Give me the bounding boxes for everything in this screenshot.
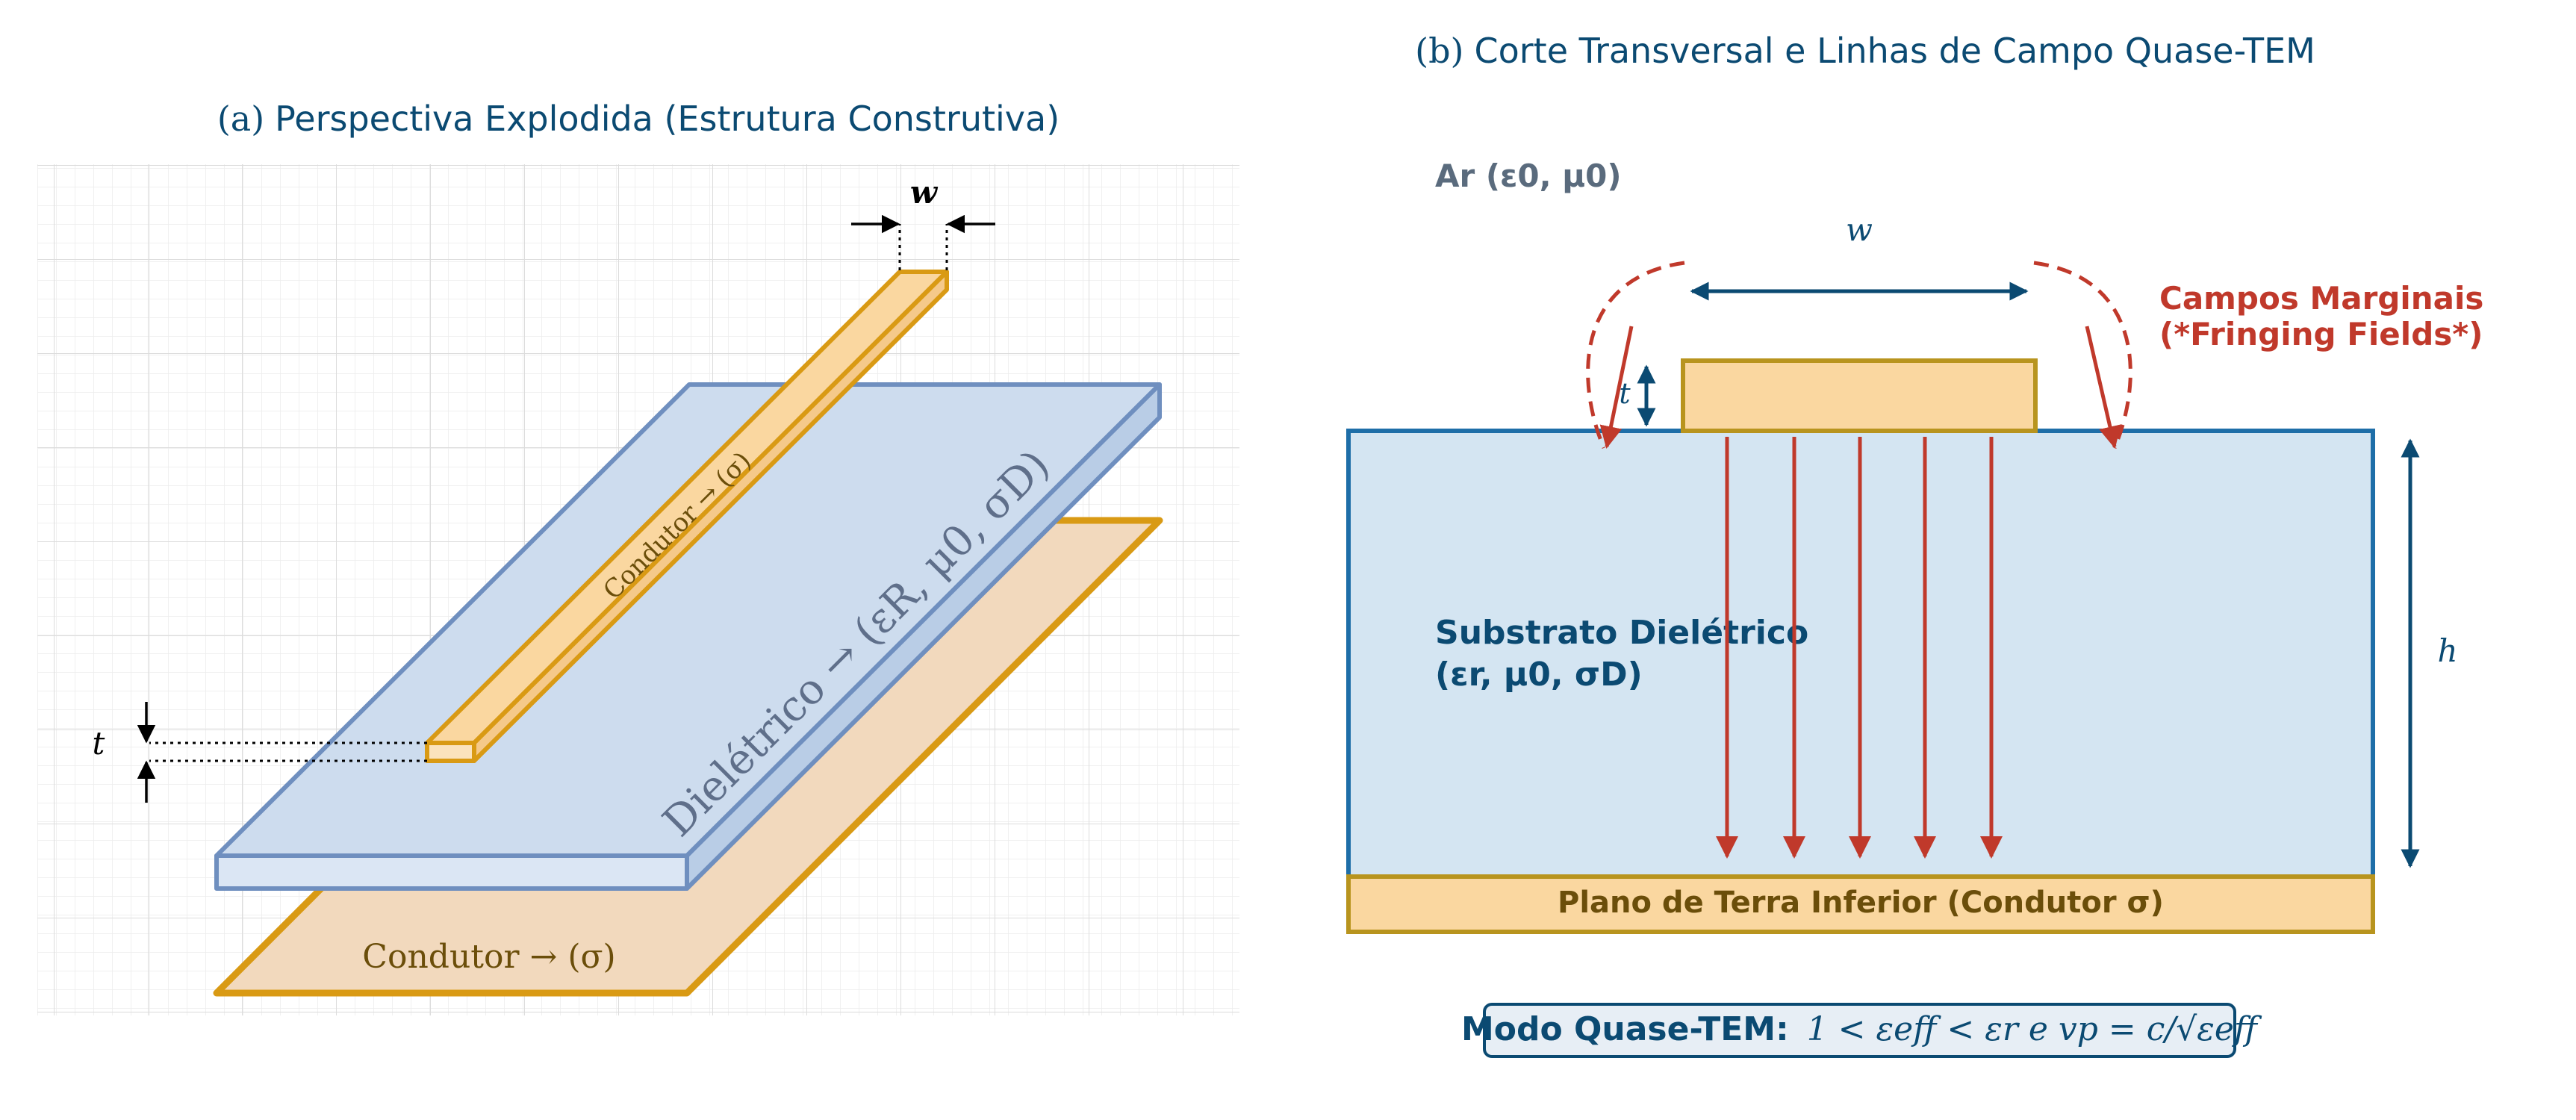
panel-a-title-prefix: (a) (217, 99, 264, 139)
dimension-t-label: t (1619, 377, 1631, 410)
panel-b-title-text: Corte Transversal e Linhas de Campo Quas… (1474, 31, 2315, 71)
panel-b-title-prefix: (b) (1415, 31, 1463, 71)
dimension-t-3d: t (93, 702, 427, 803)
panel-a: (a) Perspectiva Explodida (Estrutura Cons… (37, 99, 1239, 1015)
field-lines (1716, 437, 2003, 859)
dimension-h-label: h (2437, 632, 2457, 669)
mode-text: Modo Quase-TEM: 1 < εeff < εr e vp = c/√… (1461, 1010, 2262, 1048)
fringing-field-right-arrow (2085, 326, 2121, 449)
dimension-w-label: w (1846, 211, 1873, 248)
ground-plane-bar-label: Plano de Terra Inferior (Condutor σ) (1558, 886, 2164, 920)
fringing-label: Campos Marginais (*Fringing Fields*) (2159, 280, 2495, 352)
dielectric-side-face (685, 382, 1162, 891)
fringing-label-line2: (*Fringing Fields*) (2159, 316, 2483, 352)
mode-box: Modo Quase-TEM: 1 < εeff < εr e vp = c/√… (1461, 1003, 2262, 1058)
ground-plane-bar (1346, 874, 2375, 934)
dimension-w-3d: w (851, 174, 995, 270)
substrate-label-line2: (εr, μ0, σD) (1435, 656, 1643, 694)
panel-b: (b) Corte Transversal e Linhas de Campo Q… (1346, 31, 2495, 1058)
substrate-label-line1: Substrato Dielétrico (1435, 614, 1808, 652)
panel-b-title: (b) Corte Transversal e Linhas de Campo Q… (1415, 31, 2315, 71)
dimension-w-label: w (910, 174, 939, 211)
dimension-h-section: h (2401, 438, 2458, 868)
mode-box-frame (1483, 1003, 2236, 1058)
strip-side-face (472, 270, 949, 763)
dimension-w-section: w (1690, 211, 2029, 301)
dimension-t-label: t (93, 725, 105, 762)
air-label: Ar (ε0, μ0) (1435, 158, 1622, 194)
substrate-label: Substrato Dielétrico (εr, μ0, σD) (1435, 614, 1820, 694)
fringing-field-left-dashed (1586, 261, 1685, 449)
microstrip-conductor (425, 270, 949, 763)
mode-text-bold: Modo Quase-TEM: (1461, 1010, 1789, 1048)
dielectric-front-face (214, 853, 689, 891)
mode-text-formula: 1 < εeff < εr e vp = c/√εeff (1807, 1010, 2262, 1048)
fringing-field-right-dashed (2033, 261, 2132, 449)
fringing-label-line1: Campos Marginais (2159, 280, 2483, 317)
ground-plane-label: Condutor → (σ) (362, 938, 615, 976)
dimension-t-section: t (1619, 364, 1656, 427)
panel-a-title: (a) Perspectiva Explodida (Estrutura Cons… (217, 99, 1060, 139)
strip-front-face (425, 741, 476, 763)
fringing-field-left-arrow (1599, 326, 1634, 449)
panel-a-title-text: Perspectiva Explodida (Estrutura Constru… (275, 99, 1060, 139)
signal-strip (1681, 358, 2038, 433)
fringing-fields (1586, 261, 2132, 449)
